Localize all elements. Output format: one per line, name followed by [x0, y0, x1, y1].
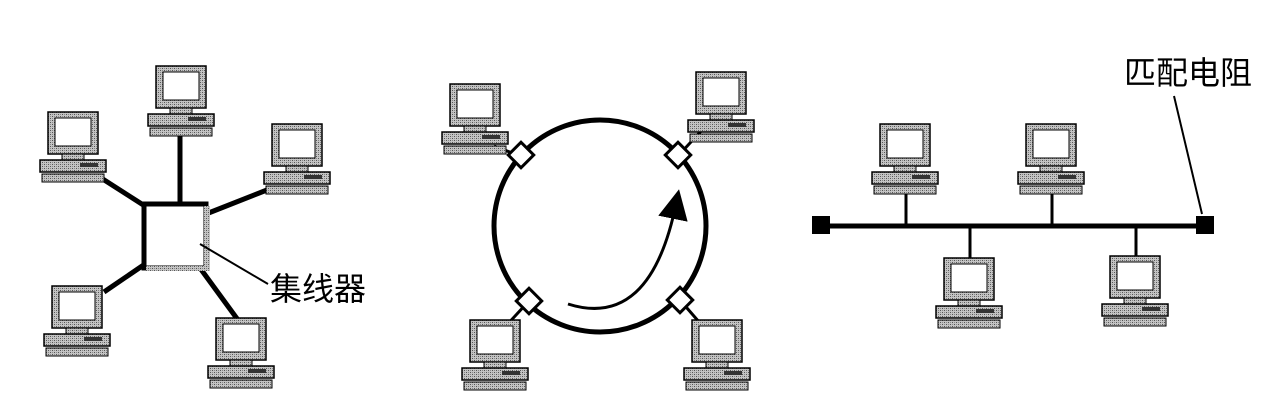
hub-label: 集线器: [270, 271, 366, 307]
direction-arrow-icon: [567, 189, 688, 310]
ring-cable: [491, 117, 709, 335]
star-link-lower-left: [102, 259, 150, 295]
star-link-upper-left: [96, 173, 150, 211]
ring-connectors: [506, 140, 695, 316]
bus-topology: 匹配电阻: [812, 55, 1252, 329]
star-topology: 集线器: [39, 65, 366, 389]
star-link-lower-right: [197, 266, 241, 322]
terminator-icon: [1196, 216, 1214, 234]
ring-connector-icon: [665, 285, 695, 315]
terminator-label-pointer: [1173, 95, 1203, 215]
terminator-label: 匹配电阻: [1124, 55, 1252, 91]
hub-label-pointer: [199, 243, 269, 285]
hub-icon: [141, 201, 210, 271]
computer-icon: [1017, 123, 1085, 195]
ring-connector-icon: [663, 140, 693, 170]
computer-icon: [43, 285, 111, 357]
star-link-upper-right: [205, 185, 273, 217]
computer-icon: [441, 83, 509, 155]
star-links: [96, 132, 273, 322]
computer-icon: [263, 123, 331, 195]
computer-icon: [1101, 255, 1169, 327]
computer-icon: [687, 71, 755, 143]
computer-icon: [461, 319, 529, 391]
terminator-icon: [812, 216, 830, 234]
computer-icon: [39, 111, 107, 183]
computer-icon: [871, 123, 939, 195]
computer-icon: [147, 65, 215, 137]
ring-connector-icon: [506, 140, 536, 170]
ring-connector-icon: [514, 286, 544, 316]
computer-icon: [683, 319, 751, 391]
computer-icon: [207, 317, 275, 389]
ring-topology: [441, 71, 755, 391]
computer-icon: [935, 257, 1003, 329]
